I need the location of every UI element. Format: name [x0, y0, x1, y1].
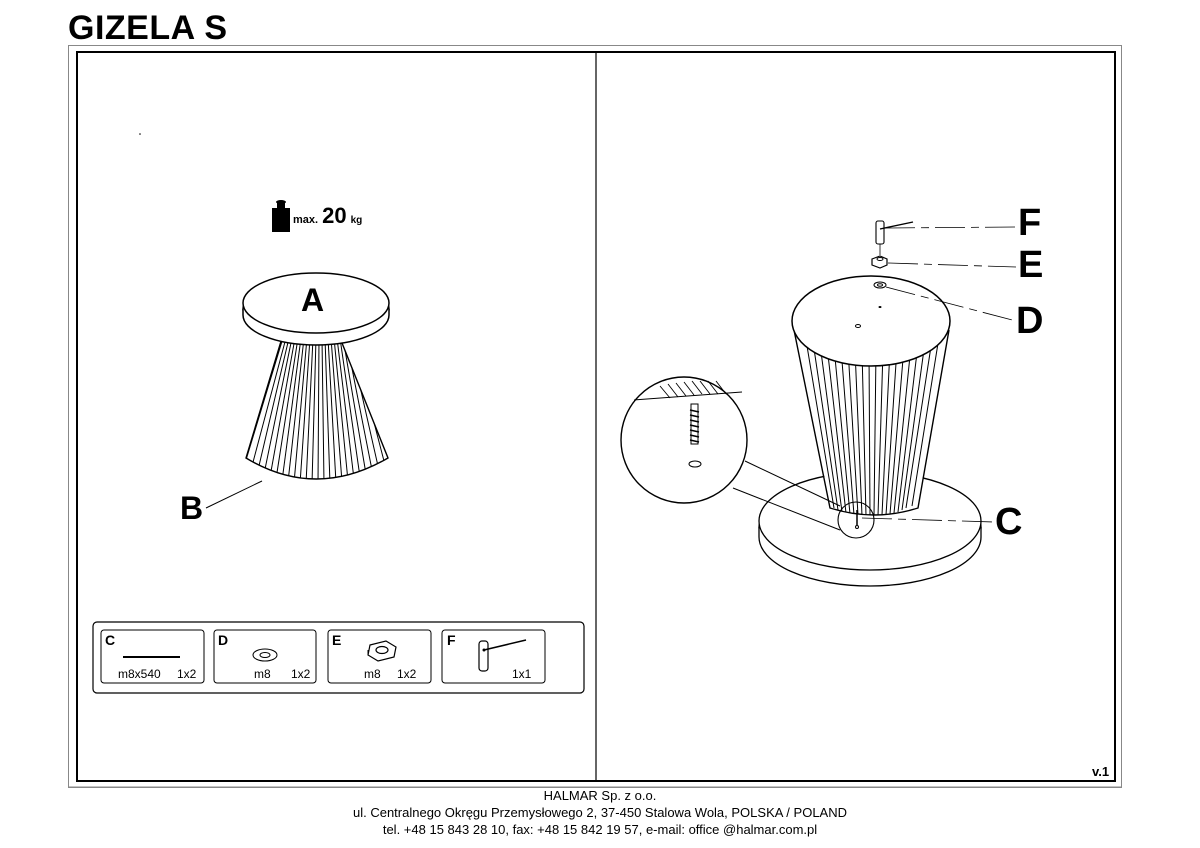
kit-item-letter: E	[332, 632, 342, 648]
kit-item-letter: C	[105, 632, 116, 648]
part-label-a: A	[301, 282, 325, 318]
kit-item-qty: 1x2	[177, 667, 197, 681]
part-label-f: F	[1018, 202, 1042, 244]
base-plate	[758, 471, 982, 587]
kit-item-qty: 1x2	[291, 667, 311, 681]
key-tool-icon	[478, 639, 527, 672]
company-name: HALMAR Sp. z o.o.	[543, 788, 657, 803]
max-load-label: max. 20 kg	[293, 203, 362, 229]
stool-assembled	[242, 272, 390, 480]
washer-icon	[252, 648, 278, 662]
kit-item-qty: 1x1	[512, 667, 532, 681]
version-label: v.1	[1092, 764, 1110, 779]
weight-icon	[272, 200, 290, 232]
stool-column	[791, 275, 951, 516]
footer: HALMAR Sp. z o.o. ul. Centralnego Okręgu…	[0, 787, 1200, 838]
kit-item-spec: m8	[254, 667, 271, 681]
kit-item-letter: D	[218, 632, 229, 648]
max-label: max.	[293, 214, 319, 226]
max-load-unit: kg	[350, 215, 363, 226]
company-contact: tel. +48 15 843 28 10, fax: +48 15 842 1…	[382, 822, 818, 837]
part-label-d: D	[1016, 300, 1044, 342]
parts-kit-box	[92, 621, 585, 694]
kit-item-qty: 1x2	[397, 667, 417, 681]
detail-magnifier	[620, 376, 748, 504]
part-label-b: B	[180, 490, 204, 526]
company-address: ul. Centralnego Okręgu Przemysłowego 2, …	[352, 805, 847, 820]
part-label-c: C	[995, 501, 1023, 543]
document-title: GIZELA S	[68, 9, 228, 47]
kit-item-letter: F	[447, 632, 456, 648]
max-load-value: 20	[322, 203, 347, 228]
hex-nut-icon	[367, 640, 397, 662]
kit-item-spec: m8x540	[118, 667, 161, 681]
part-label-e: E	[1018, 244, 1044, 286]
kit-item-spec: m8	[364, 667, 381, 681]
